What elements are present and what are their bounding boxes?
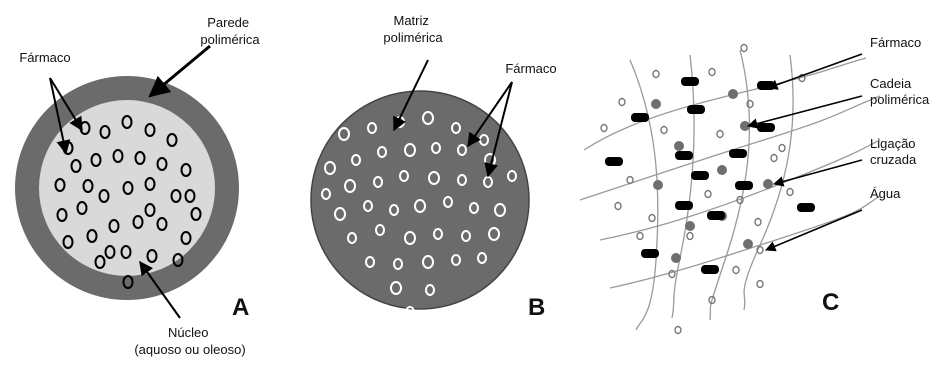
water-molecule — [717, 131, 723, 138]
water-molecule — [649, 215, 655, 222]
water-molecule — [733, 267, 739, 274]
water-molecule — [669, 271, 675, 278]
drug-molecule — [691, 171, 709, 180]
drug-molecule — [757, 81, 775, 90]
water-molecule — [709, 69, 715, 76]
water-molecule — [627, 177, 633, 184]
matrix-label: Matriz polimérica — [383, 13, 443, 45]
crosslink-node — [763, 179, 773, 189]
drug-label-a: Fármaco — [19, 50, 70, 65]
crosslink-node — [653, 180, 663, 190]
crosslink-node — [717, 165, 727, 175]
water-molecule — [771, 155, 777, 162]
crosslink-label: Ligação cruzada — [870, 136, 919, 167]
panel-letter-b: B — [528, 294, 545, 321]
water-molecule — [741, 45, 747, 52]
crosslink-node — [685, 221, 695, 231]
wall-label: Parede polimérica — [200, 15, 260, 47]
drug-molecule — [641, 249, 659, 258]
crosslink-node — [743, 239, 753, 249]
crosslink-node — [671, 253, 681, 263]
crosslink-node — [674, 141, 684, 151]
panel-b: Matriz polimérica Fármaco B — [311, 13, 557, 321]
drug-molecule — [707, 211, 725, 220]
drug-label-b: Fármaco — [505, 61, 556, 76]
water-molecule — [675, 327, 681, 334]
water-molecule — [705, 191, 711, 198]
water-molecule — [619, 99, 625, 106]
crosslink-node — [651, 99, 661, 109]
water-molecule — [755, 219, 761, 226]
water-molecule — [653, 71, 659, 78]
drug-molecule — [701, 265, 719, 274]
water-molecule — [747, 101, 753, 108]
drug-molecules-c — [605, 77, 815, 274]
core — [39, 100, 215, 276]
panel-letter-a: A — [232, 294, 249, 321]
water-molecule — [601, 125, 607, 132]
core-label: Núcleo (aquoso ou oleoso) — [134, 325, 245, 357]
water-molecule — [637, 233, 643, 240]
water-molecule — [787, 189, 793, 196]
drug-molecule — [605, 157, 623, 166]
panel-c: Fármaco Cadeia polimérica Ligação cruzad… — [580, 35, 930, 334]
water-molecule — [757, 281, 763, 288]
water-molecule — [661, 127, 667, 134]
drug-molecule — [631, 113, 649, 122]
arrow-wall-a — [150, 46, 210, 96]
drug-molecule — [675, 201, 693, 210]
panel-letter-c: C — [822, 289, 839, 316]
crosslink-node — [728, 89, 738, 99]
panel-a: Parede polimérica Fármaco Núcleo (aquoso… — [15, 15, 260, 357]
drug-molecule — [729, 149, 747, 158]
water-molecule — [779, 145, 785, 152]
drug-molecule — [797, 203, 815, 212]
water-label: Água — [870, 186, 901, 201]
crosslink-nodes — [651, 89, 773, 263]
drug-molecule — [675, 151, 693, 160]
water-molecule — [615, 203, 621, 210]
drug-label-c: Fármaco — [870, 35, 921, 50]
chain-label: Cadeia polimérica — [870, 76, 930, 107]
drug-molecule — [757, 123, 775, 132]
drug-molecule — [735, 181, 753, 190]
drug-molecule — [681, 77, 699, 86]
drug-molecule — [687, 105, 705, 114]
water-molecule — [687, 233, 693, 240]
